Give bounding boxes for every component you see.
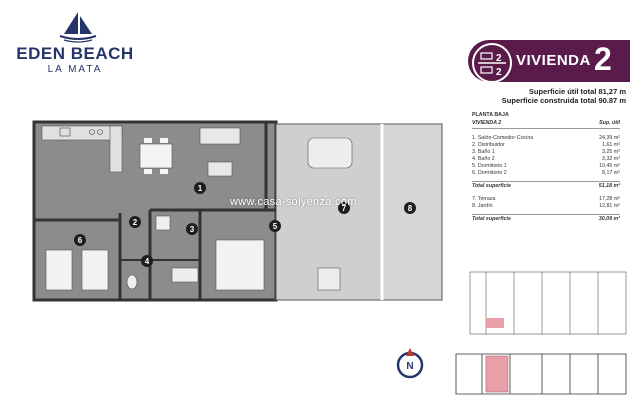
room-number-6: 6 (78, 236, 83, 245)
north-compass-icon: N (396, 348, 424, 379)
table-header: VIVIENDA 2 Sup. útil (472, 120, 620, 129)
surface-table: PLANTA BAJA VIVIENDA 2 Sup. útil 1. Saló… (472, 112, 620, 223)
room-number-8: 8 (408, 204, 413, 213)
room-number-7: 7 (342, 204, 347, 213)
room-number-2: 2 (133, 218, 138, 227)
location-plan-upper (469, 271, 627, 335)
bed-bath-icon: 2 2 (472, 43, 512, 83)
unit-number: 2 (594, 41, 612, 77)
room-number-3: 3 (190, 225, 195, 234)
floor-label: PLANTA BAJA (472, 112, 509, 118)
compass-letter: N (406, 361, 413, 372)
sailboat-logo-icon (59, 12, 97, 43)
unit-title: VIVIENDA (516, 52, 591, 69)
bedrooms-count: 2 (496, 53, 502, 64)
room-number-4: 4 (145, 257, 150, 266)
room-number-5: 5 (273, 222, 278, 231)
floor-plan: 1 2 3 4 5 6 7 8 (32, 120, 443, 302)
useful-area: Superficie útil total 81,27 m (528, 87, 626, 96)
room-number-1: 1 (198, 184, 203, 193)
location-plan-lower (455, 353, 627, 395)
bathrooms-count: 2 (496, 67, 502, 78)
brand-name: EDEN BEACH (16, 44, 134, 63)
watermark: www.casa-solyenza.com (230, 196, 357, 208)
brand-subtitle: LA MATA (47, 64, 103, 75)
built-area: Superficie construida total 90.87 m (501, 96, 626, 105)
